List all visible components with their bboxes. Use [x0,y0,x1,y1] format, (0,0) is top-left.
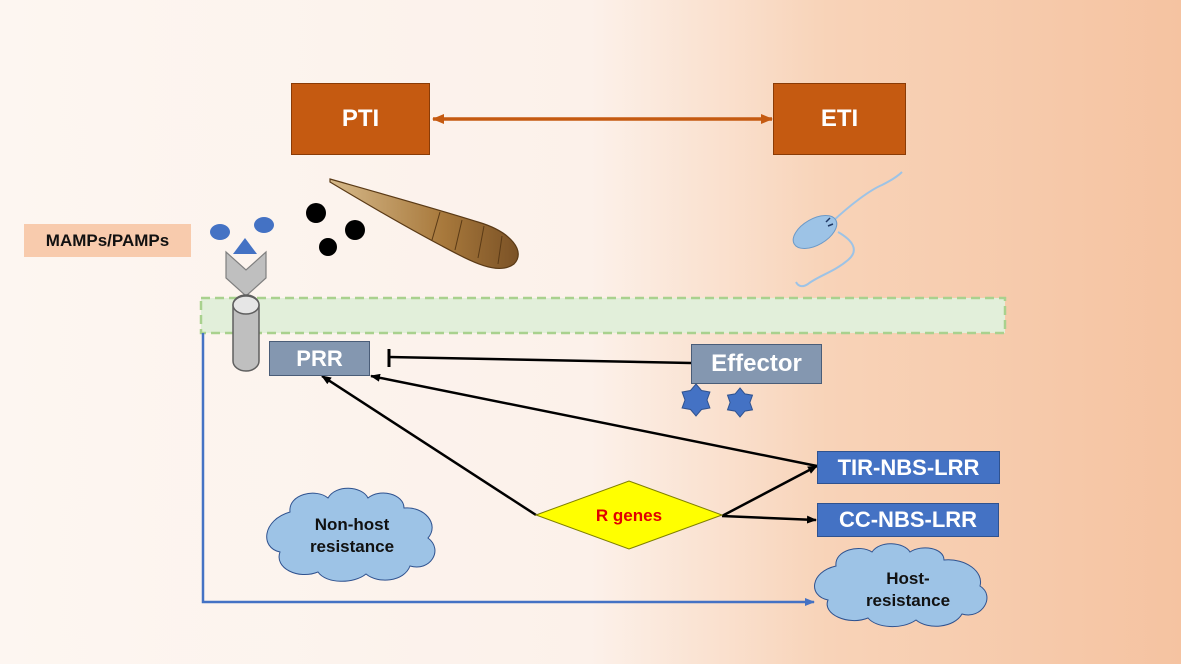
cc-nbs-lrr-box: CC-NBS-LRR [817,503,999,537]
ligand-circle-icon [210,224,230,240]
effector-inhibition-line [388,355,692,365]
prr-box: PRR [269,341,370,376]
rgenes-to-prr-arrow [321,374,537,517]
plasma-membrane [199,296,1007,335]
rgenes-to-tir-arrow [721,464,818,518]
host-line-2: resistance [865,591,951,610]
non-host-resistance-label: Non-host resistance [282,512,422,560]
effector-star-icon [681,383,711,417]
receptor-icon [225,250,267,372]
rgenes-diamond [534,480,724,550]
pti-box: PTI [291,83,430,155]
non-host-to-host-pathway [201,333,815,606]
bacterium-icon [792,171,903,288]
effector-star-icon [726,387,754,418]
eti-box: ETI [773,83,906,155]
black-spore-icon [306,203,326,223]
ligand-circle-icon [254,217,274,233]
black-spore-icon [345,220,365,240]
tir-nbs-lrr-box: TIR-NBS-LRR [817,451,1000,484]
mamps-pamps-label: MAMPs/PAMPs [24,224,191,257]
effector-box: Effector [691,344,822,384]
fungal-hypha-icon [329,178,519,270]
non-host-line-1: Non-host [314,515,390,534]
host-line-1: Host- [886,569,930,588]
rgenes-label: R genes [595,506,663,525]
non-host-line-2: resistance [309,537,395,556]
host-resistance-label: Host- resistance [838,566,978,614]
ligand-triangle-icon [233,238,257,254]
rgenes-to-cc-arrow [721,514,817,524]
black-spore-icon [319,238,337,256]
tir-to-prr-arrow [370,373,818,468]
host-cloud-icon [814,543,988,627]
non-host-cloud-icon [266,487,436,582]
